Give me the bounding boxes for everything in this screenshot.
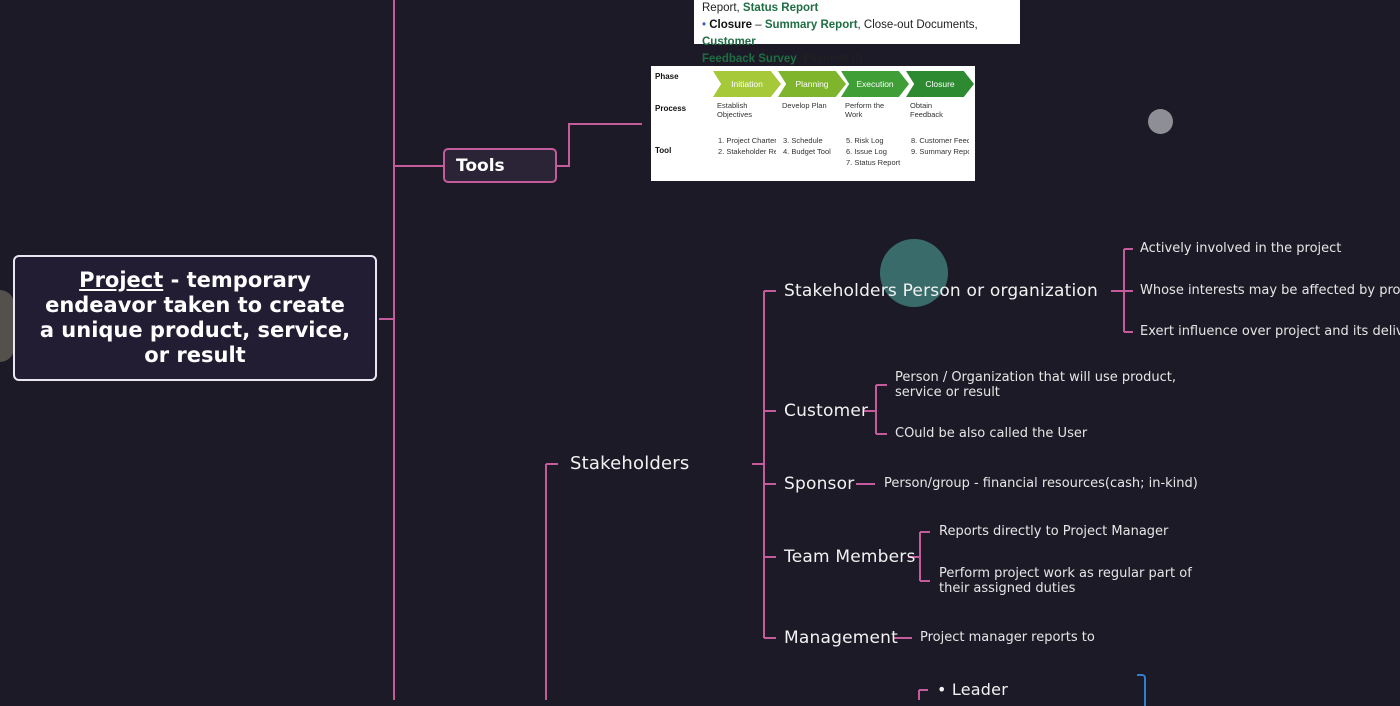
node-customer[interactable]: Customer: [784, 401, 869, 421]
node-management[interactable]: Management: [784, 628, 898, 648]
leaf-actively-involved: Actively involved in the project: [1140, 241, 1342, 256]
node-tools[interactable]: Tools: [443, 148, 557, 183]
tool-cell: 7. Status Report: [846, 158, 901, 167]
leaf-pm-reports-to: Project manager reports to: [920, 630, 1095, 645]
node-leader[interactable]: • Leader: [937, 680, 1008, 699]
tool-cell: 3. Schedule: [783, 136, 823, 145]
row-label-process: Process: [655, 104, 687, 113]
node-team-members[interactable]: Team Members: [784, 547, 916, 567]
phase-chevron-closure: Closure: [906, 71, 974, 97]
tool-cell: 1. Project Charter: [718, 136, 776, 145]
node-tools-label: Tools: [456, 155, 505, 176]
decorative-circle-teal: [880, 239, 948, 307]
root-term: Project: [79, 268, 164, 292]
summary-card-image: Report, Status Report • Closure – Summar…: [694, 0, 1020, 65]
phase-chevron-initiation: Initiation: [713, 71, 781, 97]
row-label-tool: Tool: [655, 146, 672, 155]
tool-cell: 5. Risk Log: [846, 136, 884, 145]
summary-line-2: • Closure – Summary Report, Close-out Do…: [702, 19, 978, 48]
summary-line-1: Report, Status Report: [702, 2, 819, 14]
tool-cell: 2. Stakeholder Register: [718, 147, 776, 156]
tool-cell: 6. Issue Log: [846, 147, 887, 156]
leaf-reports-to-pm: Reports directly to Project Manager: [939, 524, 1169, 539]
phase-chevron-planning: Planning: [778, 71, 846, 97]
process-cell: Perform the Work: [845, 101, 885, 119]
leaf-interests-affected: Whose interests may be affected by proje…: [1140, 283, 1400, 298]
root-node-project[interactable]: Project - temporary endeavor taken to cr…: [13, 255, 377, 381]
tool-cell: 9. Summary Report: [911, 147, 969, 156]
decorative-circle-grey: [1148, 109, 1173, 134]
leaf-customer-uses-product: Person / Organization that will use prod…: [895, 370, 1176, 400]
process-cell: Obtain Feedback: [910, 101, 943, 119]
leaf-customer-user: COuld be also called the User: [895, 426, 1088, 441]
blue-bracket: [1137, 674, 1146, 706]
process-cell: Establish Objectives: [717, 101, 753, 119]
row-label-phase: Phase: [655, 72, 679, 81]
node-stakeholders-person[interactable]: Stakeholders Person or organization: [784, 281, 1098, 301]
leaf-perform-project-work: Perform project work as regular part of …: [939, 566, 1192, 596]
tool-cell: 4. Budget Tool: [783, 147, 831, 156]
leaf-exert-influence: Exert influence over project and its del…: [1140, 324, 1400, 339]
tool-cell: 8. Customer Feedback Survey: [911, 136, 969, 145]
root-node-text: Project - temporary endeavor taken to cr…: [35, 268, 355, 368]
decorative-blob: [0, 290, 14, 362]
process-cell: Develop Plan: [782, 101, 827, 110]
root-description: - temporary endeavor taken to create a u…: [39, 268, 351, 367]
leaf-sponsor-financial: Person/group - financial resources(cash;…: [884, 476, 1198, 491]
phase-chevron-execution: Execution: [841, 71, 909, 97]
node-sponsor[interactable]: Sponsor: [784, 474, 855, 494]
summary-line-3: Feedback Survey, Payment (!): [702, 53, 863, 65]
node-stakeholders[interactable]: Stakeholders: [570, 453, 690, 474]
